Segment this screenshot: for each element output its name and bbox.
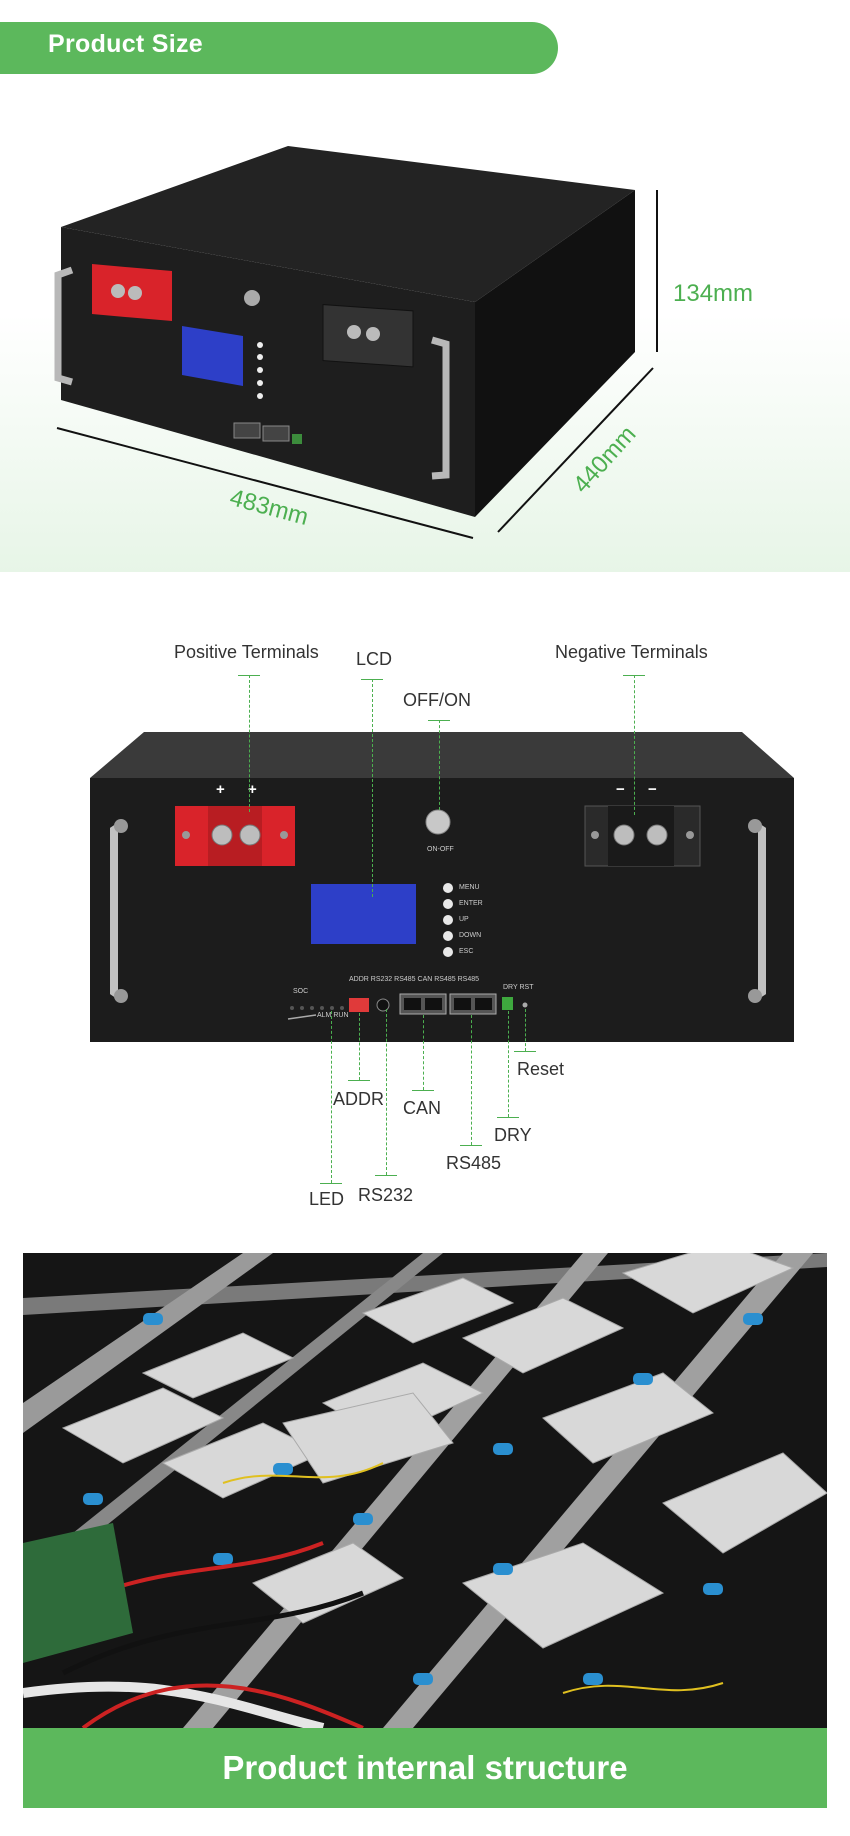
- menu-label: MENU: [459, 884, 480, 891]
- minus-sign: −: [616, 781, 625, 798]
- reset-callout: Reset: [517, 1059, 565, 1079]
- callout-line: [525, 1009, 526, 1051]
- battery-isometric-illustration: [54, 146, 658, 539]
- port-label: RS232: [370, 976, 393, 983]
- footer-title: Product internal structure: [222, 1749, 628, 1786]
- addr-callout: ADDR: [333, 1089, 385, 1109]
- callout-line: [439, 720, 440, 810]
- positive-terminal-icon: [175, 806, 295, 866]
- negative-terminal-icon: [584, 805, 701, 867]
- positive-terminals-callout: Positive Terminals: [174, 642, 319, 662]
- callout-line: [508, 1011, 509, 1117]
- off-on-callout: OFF/ON: [403, 690, 471, 710]
- callout-line: [331, 1011, 332, 1183]
- port-labels-row: ADDR RS232 RS485 CAN RS485 RS485: [349, 976, 479, 983]
- footer-banner: Product internal structure: [23, 1728, 827, 1808]
- right-handle-icon: [431, 336, 450, 480]
- callout-line: [386, 1009, 387, 1175]
- down-label: DOWN: [459, 932, 482, 939]
- left-handle-icon: [54, 266, 74, 386]
- port-label: CAN: [417, 976, 433, 983]
- callout-line: [372, 679, 373, 897]
- internal-structure-section: Product internal structure: [23, 1253, 827, 1808]
- port-label: RS485: [457, 976, 480, 983]
- callout-line: [634, 675, 635, 815]
- section-header-title: Product Size: [48, 30, 204, 58]
- lcd-screen-icon: [182, 326, 243, 386]
- enter-label: ENTER: [459, 900, 483, 907]
- soc-label: SOC: [293, 988, 309, 995]
- led-callout: LED: [309, 1189, 345, 1209]
- negative-terminals-callout: Negative Terminals: [555, 642, 708, 662]
- power-button-icon: [244, 290, 260, 306]
- dry-rst-labels: DRY RST: [503, 984, 533, 991]
- port-label: RST: [519, 984, 534, 991]
- rs485-callout: RS485: [446, 1153, 502, 1173]
- section-header-pill: Product Size: [0, 22, 558, 74]
- port-label: ADDR: [349, 976, 369, 983]
- lcd-screen-icon: [311, 884, 416, 944]
- callout-line: [423, 1015, 424, 1090]
- callout-line: [249, 675, 250, 812]
- port-label: RS485: [394, 976, 416, 983]
- on-off-panel-label: ON-OFF: [427, 846, 454, 853]
- up-label: UP: [459, 916, 469, 923]
- plus-sign: +: [248, 781, 257, 798]
- callout-line: [471, 1015, 472, 1145]
- positive-terminal-icon: [92, 264, 172, 322]
- plus-sign: +: [216, 781, 225, 798]
- rs232-callout: RS232: [358, 1185, 414, 1205]
- port-label: DRY: [503, 984, 518, 991]
- alm-run-label: ALM RUN: [317, 1012, 349, 1019]
- internal-structure-photo: [23, 1253, 827, 1728]
- callout-line: [359, 1013, 360, 1080]
- minus-sign: −: [648, 781, 657, 798]
- menu-buttons-labels: MENU ENTER UP DOWN ESC: [459, 880, 483, 960]
- can-callout: CAN: [403, 1098, 442, 1118]
- port-label: RS485: [434, 976, 456, 983]
- esc-label: ESC: [459, 948, 474, 955]
- dry-callout: DRY: [494, 1125, 532, 1145]
- lcd-callout: LCD: [356, 649, 393, 669]
- power-button-icon: [425, 809, 451, 835]
- height-dimension: 134mm: [673, 280, 754, 307]
- battery-front-illustration: [90, 732, 794, 1042]
- product-size-section: Product Size: [0, 0, 850, 572]
- front-panel-section: ON-OFF MENU ENTER UP DOWN ESC ADDR RS232…: [0, 572, 850, 1232]
- negative-terminal-icon: [322, 304, 414, 368]
